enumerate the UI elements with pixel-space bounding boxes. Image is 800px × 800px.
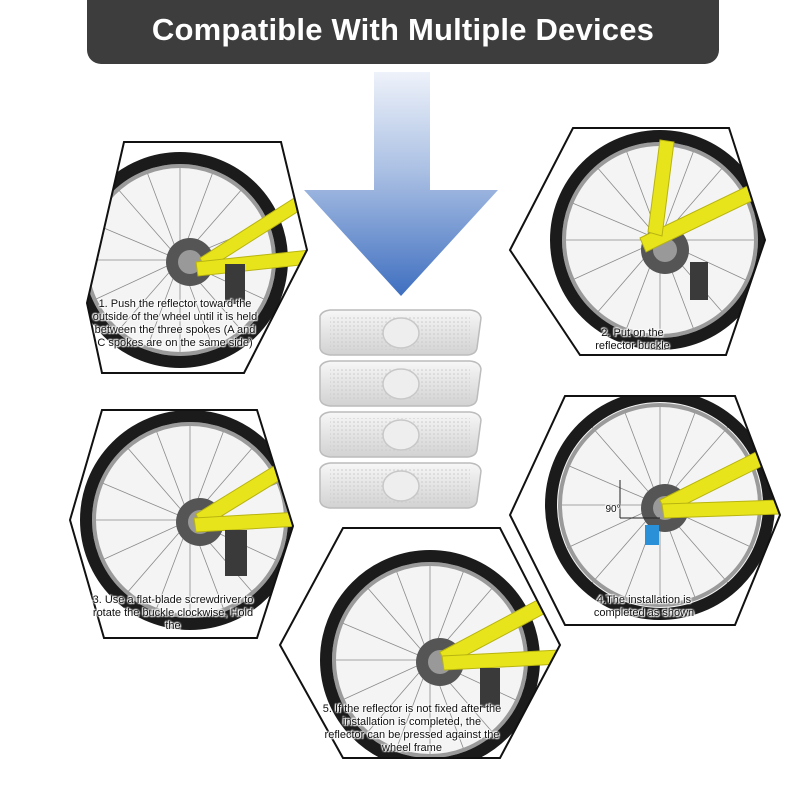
reflector-stack (319, 309, 482, 509)
bicycle-wheel-icon (510, 128, 765, 355)
step5-panel (278, 527, 562, 759)
step3-caption: 3. Use a flat-blade screwdriver to rotat… (92, 594, 254, 632)
step4-panel (508, 395, 782, 626)
step1-caption: 1. Push the reflector toward the outside… (92, 298, 258, 349)
reflector-2 (319, 360, 482, 407)
bicycle-wheel-icon (280, 528, 560, 758)
bicycle-wheel-icon (510, 396, 780, 625)
step4-angle-label: 90° (605, 504, 621, 515)
reflector-1 (319, 309, 482, 356)
reflector-4 (319, 462, 482, 509)
reflector-3 (319, 411, 482, 458)
step2-caption: 2. Put on the reflector buckle (595, 327, 670, 352)
step1-panel (85, 141, 309, 374)
banner-title: Compatible With Multiple Devices (151, 12, 655, 47)
step4-caption: 4.The installation is completed as shown (593, 594, 695, 619)
down-arrow-icon (304, 72, 498, 296)
step2-panel (508, 127, 767, 356)
step5-caption: 5. If the reflector is not fixed after t… (322, 703, 502, 754)
title-banner: Compatible With Multiple Devices (87, 0, 719, 64)
bicycle-wheel-icon (87, 142, 307, 373)
